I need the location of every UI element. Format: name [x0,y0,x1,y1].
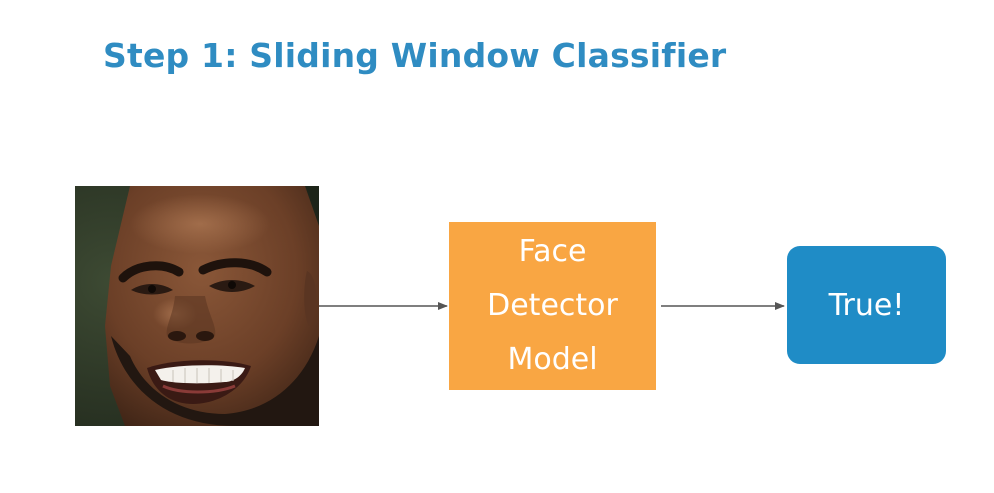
face-detector-model-box: Face Detector Model [449,222,656,390]
model-box-line-3: Model [507,342,598,377]
face-photo [75,186,319,426]
output-result-label: True! [828,287,905,323]
output-result-box: True! [787,246,946,364]
model-box-line-2: Detector [487,288,618,323]
model-box-line-1: Face [518,234,587,269]
face-photo-image [75,186,319,426]
slide-title: Step 1: Sliding Window Classifier [103,36,727,75]
